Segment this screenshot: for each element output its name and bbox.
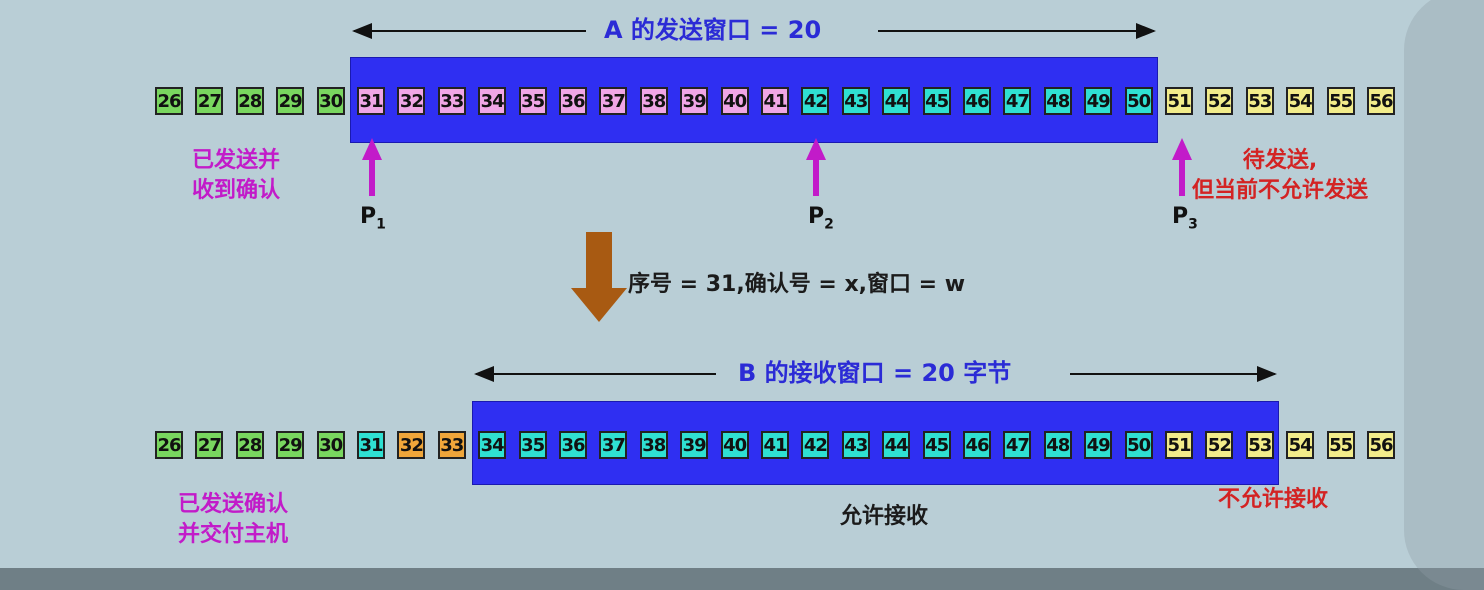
send-seq-36: 36 (559, 87, 587, 115)
send-seq-44: 44 (882, 87, 911, 115)
recv-seq-26: 26 (155, 431, 183, 459)
send-seq-39: 39 (680, 87, 709, 115)
send-seq-26: 26 (155, 87, 183, 115)
allowed-receive-label: 允许接收 (840, 504, 929, 529)
recv-seq-52: 52 (1205, 431, 1234, 459)
recv-seq-32: 32 (397, 431, 426, 459)
delivered-label-line-1: 已发送确认 (178, 492, 289, 517)
recv-seq-34: 34 (478, 431, 507, 459)
recv-seq-30: 30 (316, 431, 345, 459)
segment-info: 序号 = 31,确认号 = x,窗口 = w (628, 272, 966, 297)
recv-seq-27: 27 (195, 431, 224, 459)
delivered-label: 已发送确认 并交付主机 (178, 490, 288, 550)
recv-seq-54: 54 (1286, 431, 1315, 459)
send-seq-51: 51 (1165, 87, 1193, 115)
receive-window-title: B 的接收窗口 = 20 字节 (720, 353, 1030, 388)
recv-seq-38: 38 (639, 431, 668, 459)
recv-seq-55: 55 (1326, 431, 1355, 459)
recv-seq-31: 31 (357, 431, 385, 459)
pointer-arrow-p1 (362, 138, 382, 196)
send-seq-53: 53 (1245, 87, 1274, 115)
send-seq-33: 33 (437, 87, 466, 115)
recv-seq-39: 39 (680, 431, 709, 459)
send-seq-32: 32 (397, 87, 426, 115)
send-seq-45: 45 (922, 87, 951, 115)
pointer-label-p1: P1 (360, 204, 386, 232)
recv-seq-51: 51 (1165, 431, 1193, 459)
pointer-label-p2: P2 (808, 204, 834, 232)
send-seq-47: 47 (1003, 87, 1032, 115)
recv-seq-36: 36 (559, 431, 587, 459)
pointer-arrow-p2 (806, 138, 826, 196)
send-seq-55: 55 (1326, 87, 1355, 115)
send-seq-50: 50 (1124, 87, 1153, 115)
pointer-p3-sub: 3 (1188, 216, 1198, 233)
send-window-title: A 的发送窗口 = 20 (586, 10, 840, 45)
recv-seq-50: 50 (1124, 431, 1153, 459)
recv-seq-28: 28 (235, 431, 264, 459)
pointer-p3-name: P (1172, 204, 1189, 229)
not-allowed-send-label-line-2: 但当前不允许发送 (1192, 178, 1369, 203)
not-allowed-send-label-line-1: 待发送, (1242, 148, 1318, 173)
recv-seq-35: 35 (518, 431, 547, 459)
send-seq-46: 46 (963, 87, 991, 115)
pointer-p1-name: P (360, 204, 377, 229)
recv-seq-49: 49 (1084, 431, 1113, 459)
recv-seq-37: 37 (599, 431, 628, 459)
recv-seq-33: 33 (437, 431, 466, 459)
not-allowed-receive-label: 不允许接收 (1218, 487, 1329, 512)
transfer-down-arrow (571, 232, 627, 322)
pointer-p2-name: P (808, 204, 825, 229)
pointer-p2-sub: 2 (824, 216, 834, 233)
acked-label: 已发送并 收到确认 (192, 146, 280, 206)
send-seq-49: 49 (1084, 87, 1113, 115)
send-seq-41: 41 (761, 87, 789, 115)
send-seq-27: 27 (195, 87, 224, 115)
send-seq-34: 34 (478, 87, 507, 115)
diagram-arrows (352, 23, 1277, 382)
send-seq-43: 43 (841, 87, 870, 115)
recv-seq-43: 43 (841, 431, 870, 459)
pointer-label-p3: P3 (1172, 204, 1198, 232)
recv-seq-44: 44 (882, 431, 911, 459)
send-seq-38: 38 (639, 87, 668, 115)
send-seq-37: 37 (599, 87, 628, 115)
send-seq-30: 30 (316, 87, 345, 115)
recv-seq-47: 47 (1003, 431, 1032, 459)
recv-seq-41: 41 (761, 431, 789, 459)
acked-label-line-1: 已发送并 (192, 148, 281, 173)
pointer-p1-sub: 1 (376, 216, 386, 233)
recv-seq-53: 53 (1245, 431, 1274, 459)
delivered-label-line-2: 并交付主机 (178, 522, 289, 547)
recv-seq-29: 29 (276, 431, 305, 459)
send-seq-56: 56 (1367, 87, 1395, 115)
send-seq-40: 40 (720, 87, 749, 115)
send-seq-28: 28 (235, 87, 264, 115)
send-seq-35: 35 (518, 87, 547, 115)
pointer-arrow-p3 (1172, 138, 1192, 196)
recv-seq-45: 45 (922, 431, 951, 459)
send-seq-29: 29 (276, 87, 305, 115)
acked-label-line-2: 收到确认 (192, 178, 281, 203)
send-seq-31: 31 (357, 87, 385, 115)
recv-seq-46: 46 (963, 431, 991, 459)
not-allowed-send-label: 待发送, 但当前不允许发送 (1192, 146, 1368, 206)
send-seq-52: 52 (1205, 87, 1234, 115)
send-seq-54: 54 (1286, 87, 1315, 115)
send-seq-42: 42 (801, 87, 830, 115)
recv-seq-40: 40 (720, 431, 749, 459)
recv-seq-48: 48 (1043, 431, 1072, 459)
recv-seq-56: 56 (1367, 431, 1395, 459)
recv-seq-42: 42 (801, 431, 830, 459)
send-seq-48: 48 (1043, 87, 1072, 115)
